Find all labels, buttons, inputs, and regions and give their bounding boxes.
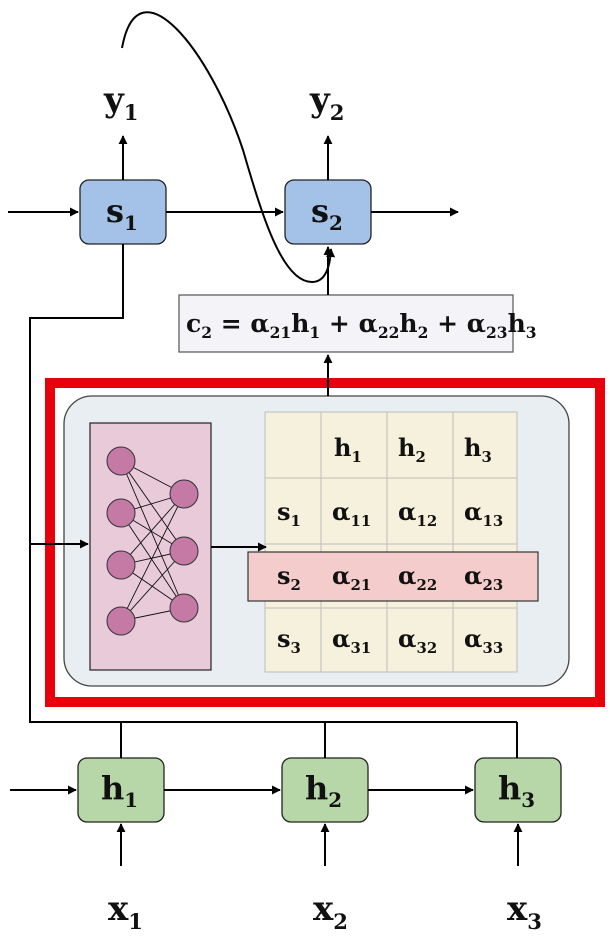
highlighted-row-s2 xyxy=(247,551,539,602)
matrix-cell-alpha-11: α11 xyxy=(332,497,371,530)
encoder-state-label-h1: h1 xyxy=(101,769,138,812)
attention-highlight-frame xyxy=(45,378,605,707)
matrix-cell-alpha-21: α21 xyxy=(332,561,371,594)
input-neuron xyxy=(106,446,136,476)
matrix-cell-alpha-33: α33 xyxy=(464,624,503,657)
matrix-row-header-s1: s1 xyxy=(277,497,301,530)
matrix-row-header-s3: s3 xyxy=(277,624,301,657)
output-neuron xyxy=(169,593,199,623)
decoder-state-label-s1: s1 xyxy=(106,192,138,235)
input-neuron xyxy=(106,606,136,636)
connectors xyxy=(8,11,523,866)
attention-matrix xyxy=(247,411,539,673)
matrix-cell-alpha-12: α12 xyxy=(398,497,437,530)
input-label-x3: x3 xyxy=(507,889,542,934)
matrix-cell-alpha-23: α23 xyxy=(464,561,503,594)
context-equation-box xyxy=(178,294,514,353)
network-neurons xyxy=(106,446,199,636)
matrix-cell-alpha-31: α31 xyxy=(332,624,371,657)
matrix-col-header-h2: h2 xyxy=(398,433,426,466)
line-s1-to-attention xyxy=(29,244,124,544)
encoder-state-label-h3: h3 xyxy=(498,769,535,812)
matrix-cell-alpha-22: α22 xyxy=(398,561,437,594)
output-label-y2: y2 xyxy=(309,80,344,125)
input-label-x1: x1 xyxy=(108,889,143,934)
input-label-x2: x2 xyxy=(313,889,348,934)
matrix-row-header-s2: s2 xyxy=(277,561,301,594)
output-label-y1: y1 xyxy=(103,80,138,125)
matrix-cell-alpha-32: α32 xyxy=(398,624,437,657)
matrix-col-header-h3: h3 xyxy=(464,433,492,466)
output-neuron xyxy=(169,479,199,509)
encoder-state-label-h2: h2 xyxy=(305,769,342,812)
arrow-y1-feedback-to-s2 xyxy=(121,11,336,284)
bus-encoder-to-attention xyxy=(29,544,517,723)
input-neuron xyxy=(106,550,136,580)
input-neuron xyxy=(106,498,136,528)
decoder-state-label-s2: s2 xyxy=(311,192,343,235)
matrix-cell-alpha-13: α13 xyxy=(464,497,503,530)
context-equation: c2 = α21h1 + α22h2 + α23h3 xyxy=(186,309,537,342)
output-neuron xyxy=(169,536,199,566)
matrix-col-header-h1: h1 xyxy=(334,433,362,466)
